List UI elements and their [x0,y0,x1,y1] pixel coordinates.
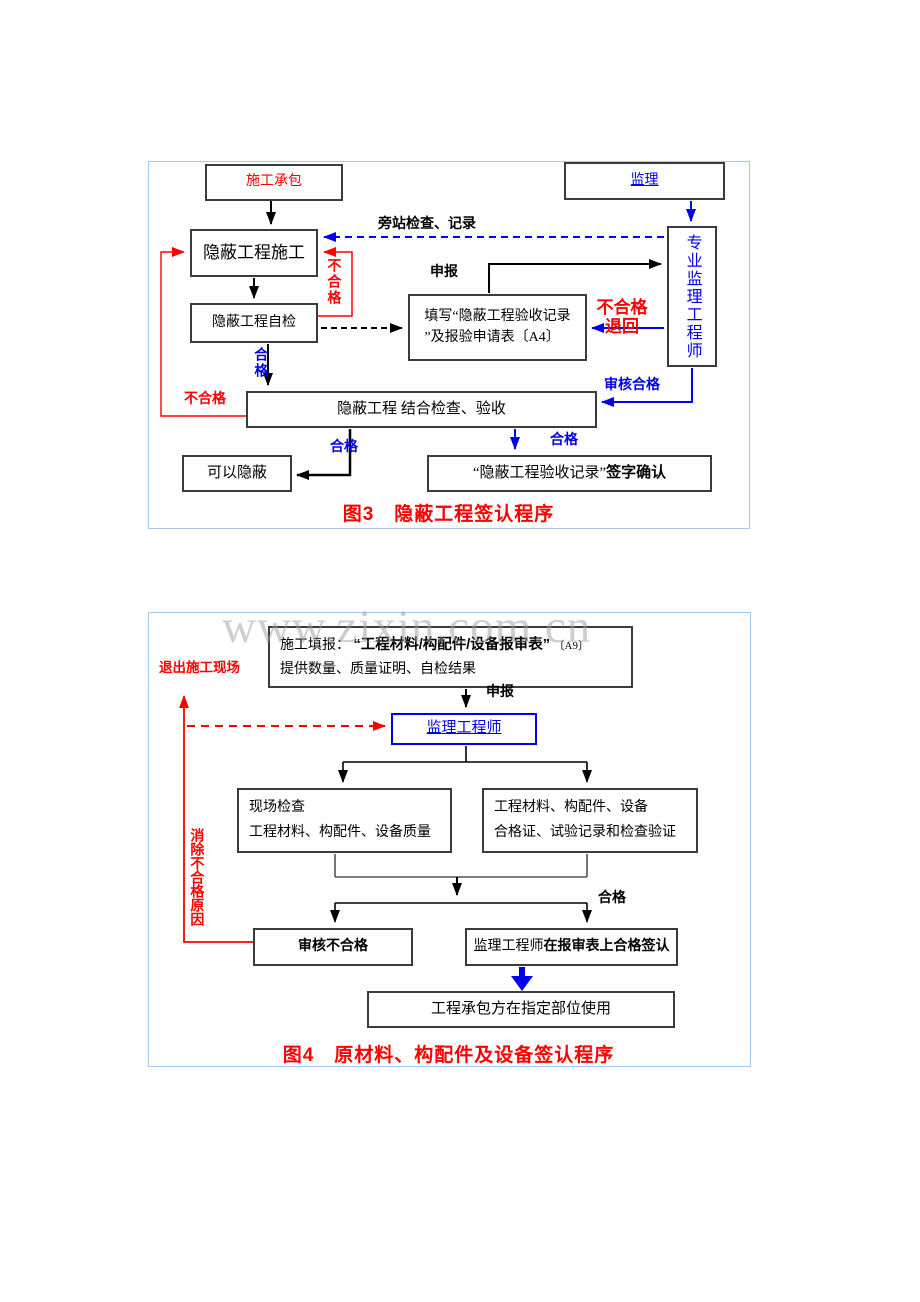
box-hidden-self-check-label: 隐蔽工程自检 [212,314,296,330]
label-declare-d3: 申报 [430,263,458,279]
label-exit-site: 退出施工现场 [159,660,240,675]
box-supervising-engineer: 监理工程师 [391,713,537,745]
label-bystander-inspection: 旁站检查、记录 [378,215,476,231]
box-sign-confirm-text: “隐蔽工程验收记录”签字确认 [473,463,666,485]
label-declare-d4: 申报 [486,683,514,699]
box-professional-supervisor: 专业监理工程师 [667,226,717,367]
label-fail-right: 不合格 [326,258,343,306]
label-pass-vertical: 合格 [253,347,270,379]
diagram3-frame [148,161,750,529]
box-hidden-construction-label: 隐蔽工程施工 [203,242,305,262]
box-sign-confirm: “隐蔽工程验收记录”签字确认 [427,455,712,492]
box-supervision: 监理 [564,162,725,200]
box-site-check-line1: 现场检查 [249,800,305,815]
diagram3-caption: 图3 隐蔽工程签认程序 [342,504,555,525]
box-fill-report-line2: 提供数量、质量证明、自检结果 [280,661,476,677]
label-review-pass: 审核合格 [604,376,660,392]
box-sign-approval-text: 监理工程师在报审表上合格签认 [474,937,670,957]
box-fill-report-prefix: 施工填报： [280,637,350,653]
box-supervising-engineer-label: 监理工程师 [426,720,502,737]
box-fill-report-form: “工程材料/构配件/设备报审表” [353,636,551,653]
box-sign-approval-action: 在报审表上合格签认 [543,938,670,954]
box-hidden-self-check: 隐蔽工程自检 [190,303,318,343]
box-contractor-label: 施工承包 [246,174,302,190]
diagram4-caption: 图4 原材料、构配件及设备签认程序 [282,1045,615,1066]
box-site-check: 现场检查 工程材料、构配件、设备质量 [237,788,452,853]
box-site-check-line2: 工程材料、构配件、设备质量 [249,824,431,840]
box-fill-report: 施工填报： “工程材料/构配件/设备报审表” 〔A9〕 提供数量、质量证明、自检… [268,626,633,688]
box-sign-confirm-action: 签字确认 [606,464,667,481]
label-fail-return-1: 不合格 [596,298,648,317]
box-may-conceal: 可以隐蔽 [182,455,292,492]
box-contractor: 施工承包 [205,164,343,201]
box-fill-form: 填写“隐蔽工程验收记录 ”及报验申请表〔A4〕 [408,294,587,361]
box-fill-form-text: 填写“隐蔽工程验收记录 ”及报验申请表〔A4〕 [424,307,570,348]
box-fill-form-line1: 填写“隐蔽工程验收记录 [424,309,571,325]
box-review-fail: 审核不合格 [253,928,413,966]
box-sign-approval: 监理工程师在报审表上合格签认 [465,928,678,966]
label-pass-to-conceal: 合格 [330,438,358,454]
box-fill-form-line2: ”及报验申请表〔A4〕 [424,329,560,345]
diagram4-frame [148,612,751,1067]
label-eliminate-cause: 消除不合格原因 [189,828,206,926]
box-fill-report-text: 施工填报： “工程材料/构配件/设备报审表” 〔A9〕 提供数量、质量证明、自检… [280,633,589,682]
box-professional-supervisor-label: 专业监理工程师 [683,233,701,360]
box-fill-report-line1: 施工填报： “工程材料/构配件/设备报审表” 〔A9〕 [280,633,589,658]
box-fill-report-code: 〔A9〕 [553,639,590,652]
box-certificates: 工程材料、构配件、设备 合格证、试验记录和检查验证 [482,788,698,853]
label-fail-return-2: 退回 [605,317,639,336]
box-use-at-location: 工程承包方在指定部位使用 [367,991,675,1028]
box-certificates-text: 工程材料、构配件、设备 合格证、试验记录和检查验证 [494,796,676,845]
box-sign-approval-prefix: 监理工程师 [473,938,544,954]
label-pass-d4: 合格 [598,889,626,905]
box-site-check-text: 现场检查 工程材料、构配件、设备质量 [249,796,431,845]
box-joint-inspection: 隐蔽工程 结合检查、验收 [246,391,597,428]
box-hidden-construction: 隐蔽工程施工 [190,229,318,277]
box-certificates-line1: 工程材料、构配件、设备 [494,800,648,815]
box-use-at-location-label: 工程承包方在指定部位使用 [430,1000,611,1017]
box-may-conceal-label: 可以隐蔽 [206,464,267,481]
box-sign-confirm-quote: “隐蔽工程验收记录” [472,464,607,481]
box-joint-inspection-label: 隐蔽工程 结合检查、验收 [337,400,506,417]
label-fail-left: 不合格 [184,390,226,406]
box-certificates-line2: 合格证、试验记录和检查验证 [494,824,676,840]
box-supervision-label: 监理 [630,172,659,188]
box-review-fail-label: 审核不合格 [298,938,368,954]
label-pass-to-sign: 合格 [550,431,578,447]
